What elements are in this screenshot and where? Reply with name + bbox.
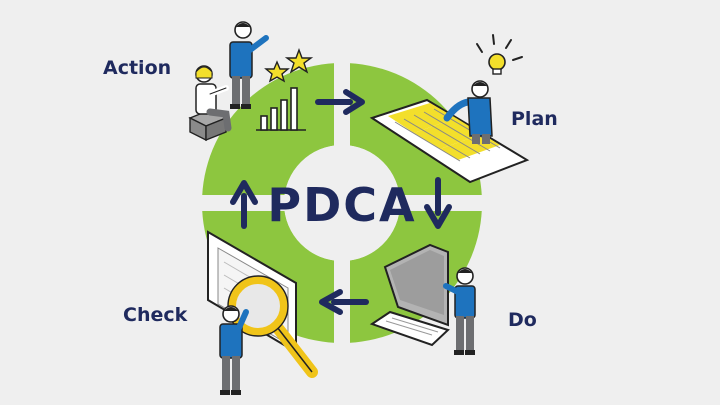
check-illustration [207, 230, 318, 395]
action-illustration [188, 21, 314, 142]
star-icon [264, 60, 290, 83]
cycle-arrows [230, 89, 452, 315]
star-icon [284, 48, 314, 74]
person-icon [443, 267, 476, 355]
person-icon [443, 80, 493, 144]
stage-label-check: Check [123, 304, 188, 326]
arrow-action-to-plan [315, 89, 365, 115]
center-label: PDCA [267, 178, 416, 232]
laptop-icon [369, 243, 450, 347]
plan-illustration [369, 34, 530, 184]
person-icon [219, 305, 249, 395]
arrow-plan-to-do [424, 177, 452, 229]
stage-label-plan: Plan [511, 108, 558, 130]
stage-label-do: Do [508, 309, 537, 331]
person-icon [229, 21, 269, 109]
arrow-do-to-check [319, 289, 369, 315]
do-illustration [369, 243, 476, 355]
lightbulb-icon [476, 34, 523, 75]
arrow-check-to-action [230, 180, 258, 229]
seated-person-icon [188, 65, 232, 142]
stage-label-action: Action [103, 57, 171, 79]
bar-chart-icon [256, 87, 306, 131]
